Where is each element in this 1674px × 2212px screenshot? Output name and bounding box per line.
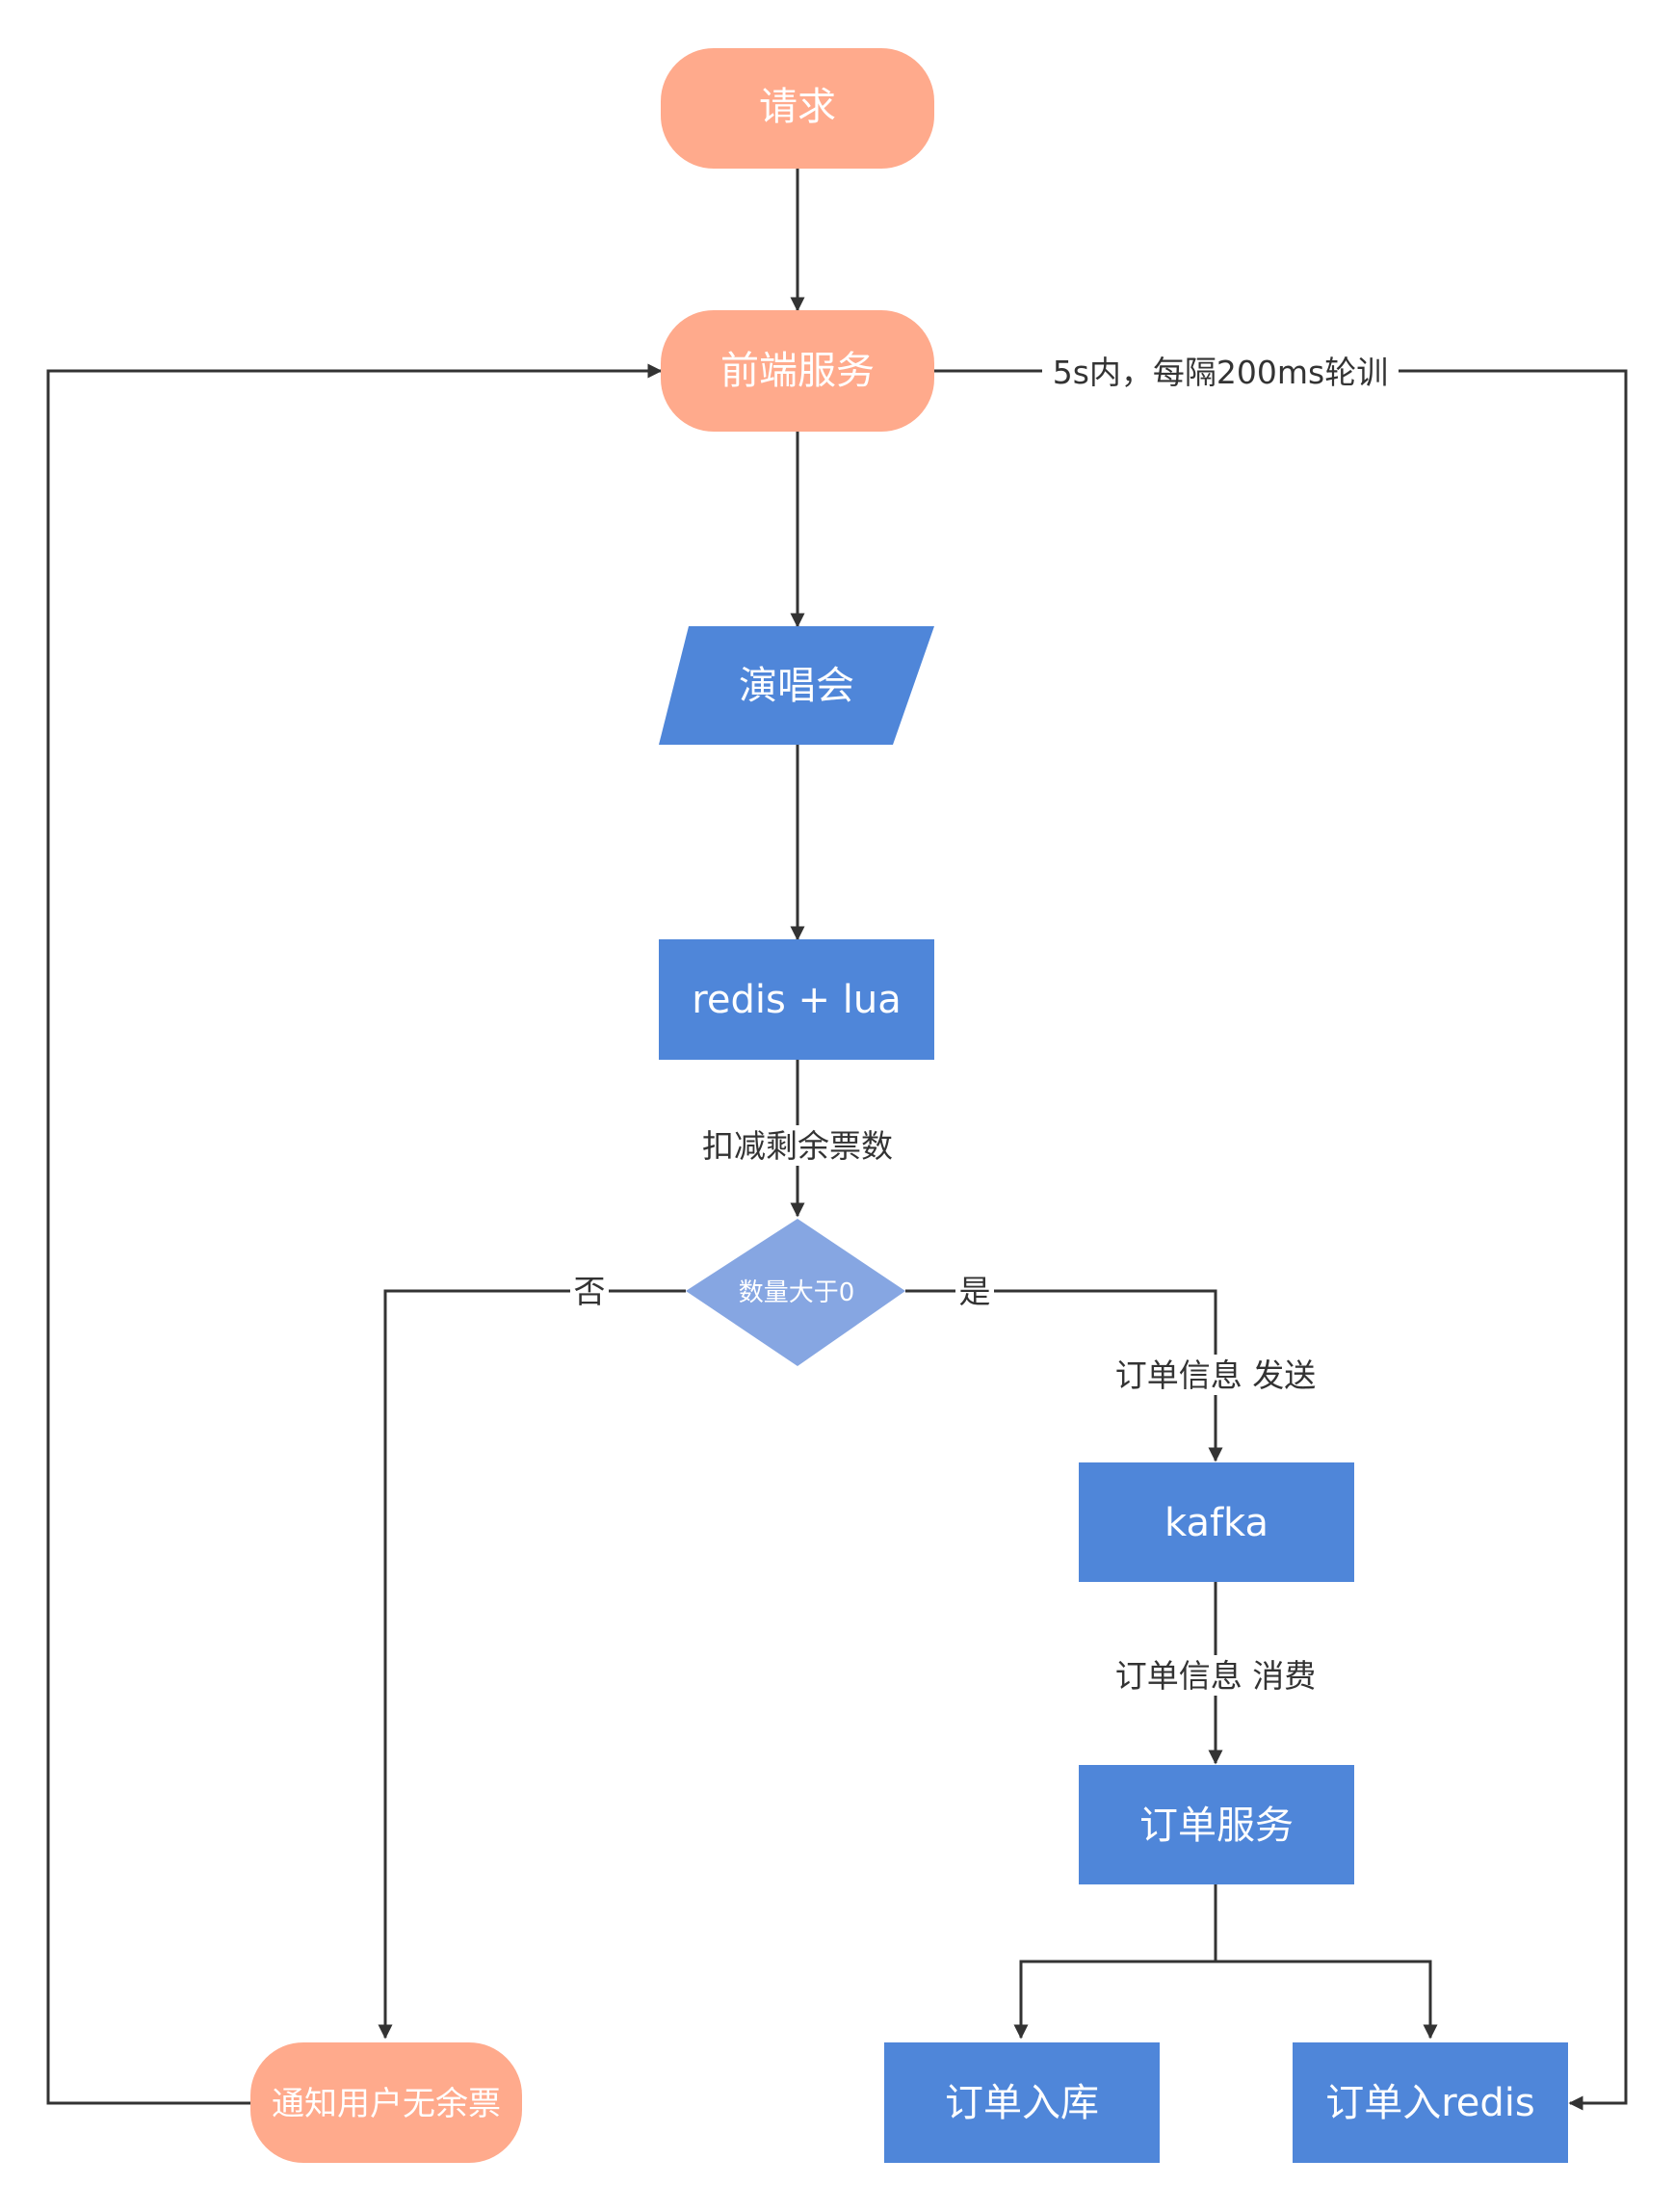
svg-text:否: 否 (574, 1273, 606, 1310)
node-order-db-shape (884, 2042, 1160, 2163)
label-send: 订单信息 发送 (1098, 1355, 1333, 1395)
edge-decision-yes (905, 1289, 1223, 1462)
svg-text:订单入库: 订单入库 (945, 2081, 1099, 2125)
svg-text:扣减剩余票数: 扣减剩余票数 (702, 1127, 893, 1165)
label-consume: 订单信息 消费 (1098, 1655, 1333, 1696)
node-decision: 数量大于0 (686, 1219, 905, 1366)
node-concert-shape (659, 626, 934, 745)
edge-notify-to-frontend (46, 363, 663, 2105)
node-order-redis-shape (1293, 2042, 1568, 2163)
svg-text:5s内，每隔200ms轮训: 5s内，每隔200ms轮训 (1053, 354, 1389, 391)
edge-order-service-to-db (1013, 1883, 1217, 2040)
svg-text:通知用户无余票: 通知用户无余票 (272, 2085, 501, 2123)
node-request: 请求 (661, 48, 934, 169)
node-redis-lua-shape (659, 939, 934, 1060)
node-kafka-shape (1079, 1462, 1354, 1582)
node-request-shape (661, 48, 934, 169)
svg-text:订单服务: 订单服务 (1139, 1804, 1294, 1848)
edge-decision-no (378, 1289, 686, 2040)
node-frontend-service-shape (661, 310, 934, 432)
label-deduct: 扣减剩余票数 (686, 1125, 909, 1166)
svg-text:前端服务: 前端服务 (720, 349, 875, 393)
node-frontend-service: 前端服务 (661, 310, 934, 432)
node-redis-lua: redis + lua (659, 939, 934, 1060)
svg-text:订单信息 发送: 订单信息 发送 (1115, 1356, 1317, 1394)
svg-text:数量大于0: 数量大于0 (739, 1278, 855, 1307)
svg-text:订单信息 消费: 订单信息 消费 (1115, 1657, 1317, 1695)
label-polling: 5s内，每隔200ms轮训 (1042, 351, 1399, 391)
node-order-db: 订单入库 (884, 2042, 1160, 2163)
svg-text:请求: 请求 (759, 85, 836, 129)
node-order-service: 订单服务 (1079, 1765, 1354, 1884)
edge-order-service-to-redis (1216, 1960, 1438, 2040)
node-order-service-shape (1079, 1765, 1354, 1884)
node-decision-shape (686, 1219, 905, 1366)
svg-text:订单入redis: 订单入redis (1325, 2081, 1535, 2125)
node-kafka: kafka (1079, 1462, 1354, 1582)
node-notify-no-ticket: 通知用户无余票 (250, 2042, 522, 2163)
svg-text:redis + lua: redis + lua (692, 978, 901, 1022)
node-concert: 演唱会 (659, 626, 934, 745)
svg-text:是: 是 (959, 1273, 991, 1310)
label-no: 否 (570, 1272, 609, 1310)
svg-text:演唱会: 演唱会 (739, 664, 854, 708)
svg-text:kafka: kafka (1164, 1501, 1269, 1545)
label-yes: 是 (955, 1272, 994, 1310)
node-notify-no-ticket-shape (250, 2042, 522, 2163)
node-order-redis: 订单入redis (1293, 2042, 1568, 2163)
